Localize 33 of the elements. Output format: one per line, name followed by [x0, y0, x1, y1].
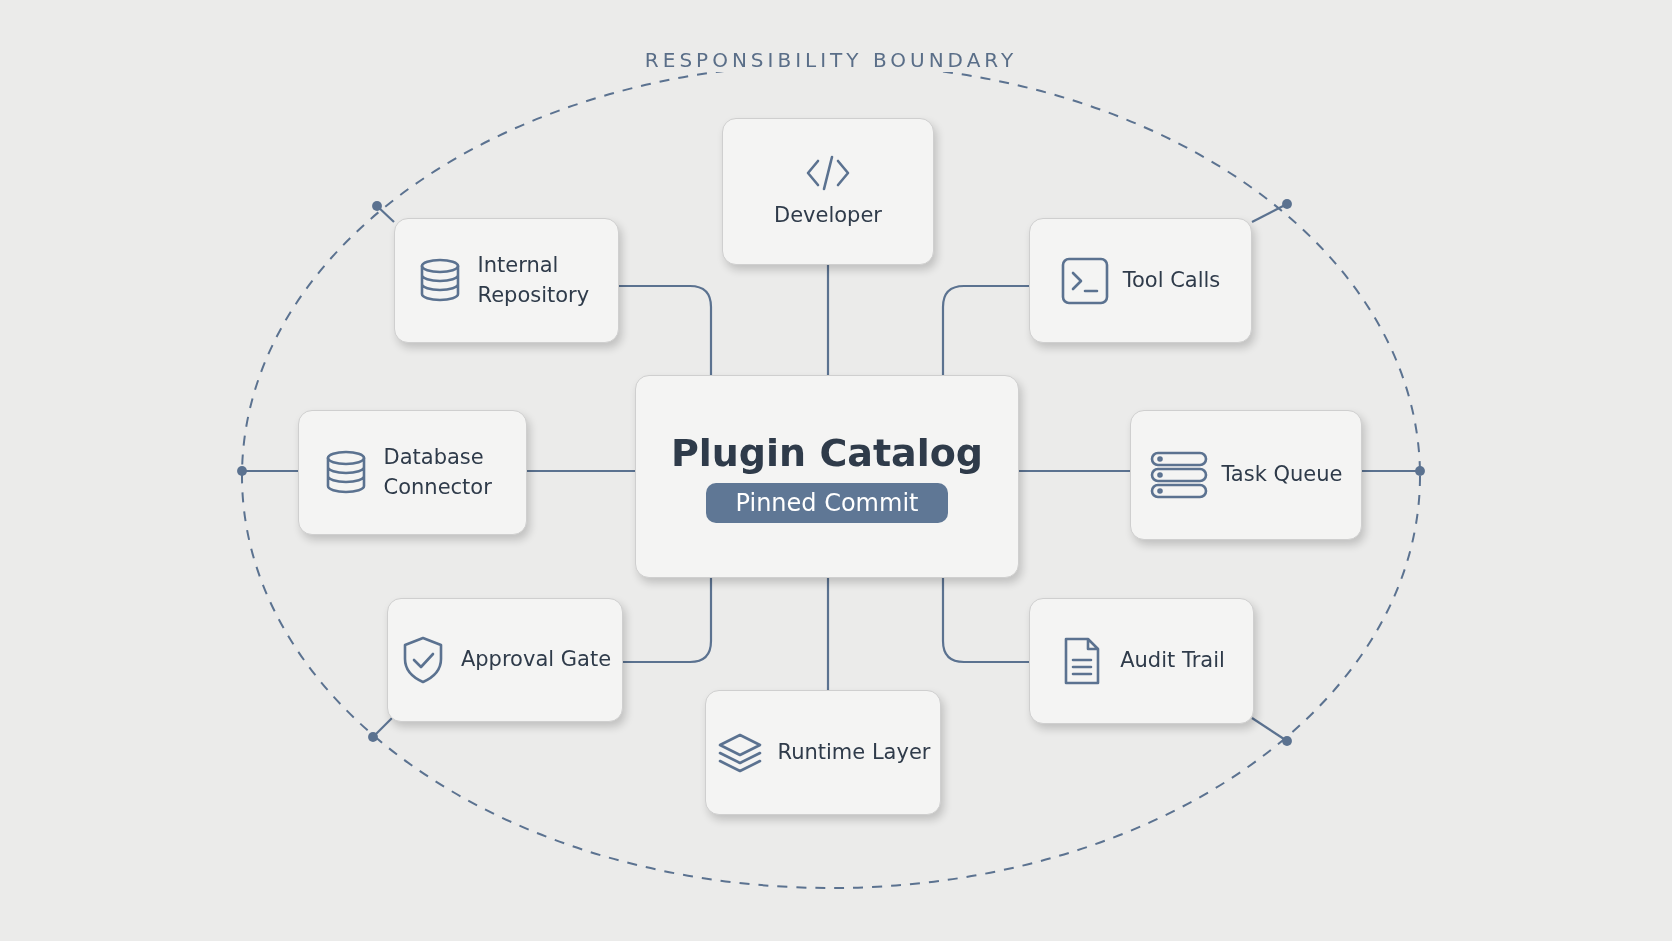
node-card	[635, 375, 1019, 578]
connector-line	[826, 265, 830, 375]
node-card	[1130, 410, 1362, 540]
connector-line	[623, 578, 713, 664]
node-card	[1029, 598, 1254, 724]
node-label: Tool Calls	[1122, 266, 1221, 294]
node-card	[1029, 218, 1252, 343]
connector-line	[1362, 466, 1425, 476]
connector-line	[368, 717, 393, 742]
node-card	[722, 118, 934, 265]
node-title: Plugin Catalog	[670, 430, 984, 475]
node-card	[705, 690, 941, 815]
node-label: Task Queue	[1221, 461, 1343, 489]
connector-line	[372, 201, 395, 223]
node-label: Approval Gate	[460, 646, 612, 674]
node-label: Internal Repository	[477, 252, 591, 309]
node-label: Developer	[774, 201, 882, 229]
node-label: Audit Trail	[1120, 647, 1225, 675]
commit-tag: Pinned Commit	[705, 482, 949, 523]
connector-line	[941, 284, 1029, 375]
node-label: Runtime Layer	[777, 738, 931, 766]
connector-line	[619, 284, 713, 375]
connector-line	[826, 578, 830, 690]
connector-line	[941, 578, 1029, 664]
node-card	[394, 218, 619, 343]
connector-line	[1251, 717, 1292, 746]
connector-line	[527, 469, 635, 473]
node-card	[387, 598, 623, 722]
node-label: Database Connector	[383, 444, 493, 501]
connector-line	[1251, 199, 1292, 223]
node-card	[298, 410, 527, 535]
connector-line	[1019, 469, 1130, 473]
connector-line	[237, 466, 298, 476]
